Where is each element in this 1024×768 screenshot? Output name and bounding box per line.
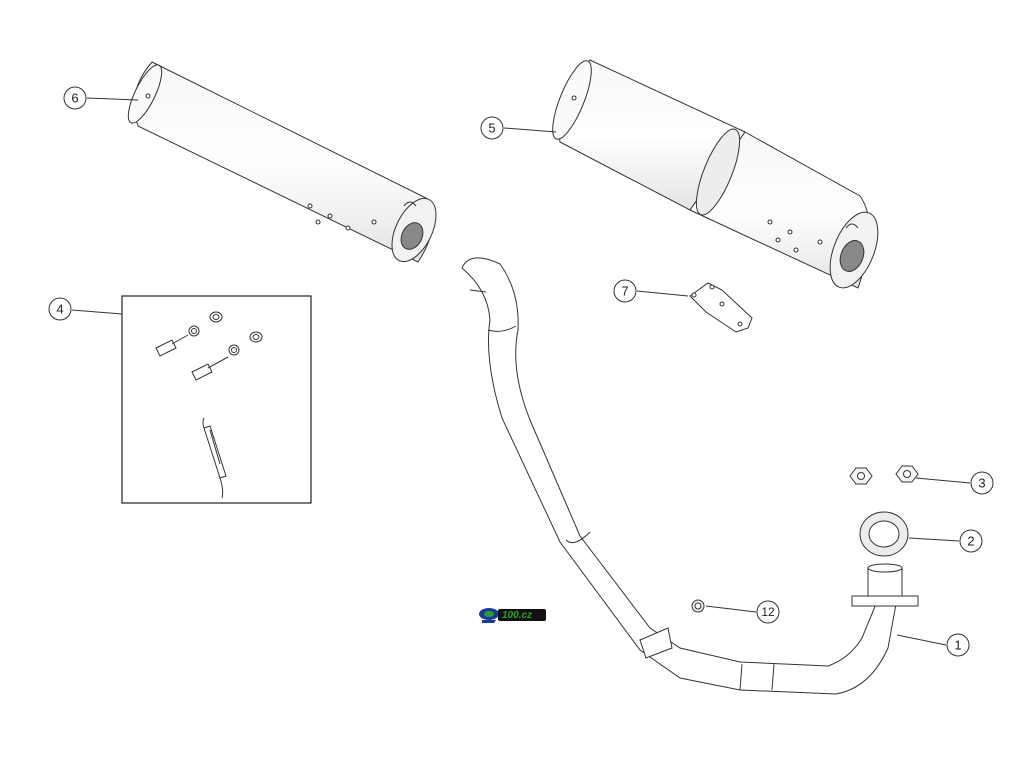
- logo-text: 100.cz: [502, 610, 532, 621]
- callout-6: 6: [63, 86, 87, 110]
- callout-label: 2: [967, 534, 974, 549]
- mounting-bracket: [689, 282, 753, 333]
- callout-12: 12: [756, 600, 780, 624]
- callout-4: 4: [48, 297, 72, 321]
- leader-lines: [71, 97, 971, 646]
- brand-logo-icon: 100.cz: [479, 608, 546, 623]
- callout-2: 2: [959, 529, 983, 553]
- callout-7: 7: [613, 279, 637, 303]
- gasket: [859, 511, 909, 557]
- callout-label: 6: [71, 91, 78, 106]
- callout-1: 1: [946, 633, 970, 657]
- flange-nuts: [849, 465, 919, 485]
- hardware-kit: [121, 295, 312, 504]
- callout-label: 12: [761, 605, 775, 619]
- muffler-left: [127, 61, 437, 263]
- small-washer: [691, 599, 705, 613]
- callout-label: 7: [621, 284, 628, 299]
- callout-3: 3: [970, 471, 994, 495]
- callout-label: 1: [954, 638, 961, 653]
- callout-label: 5: [488, 121, 495, 136]
- muffler-right: [552, 59, 879, 289]
- callout-5: 5: [480, 116, 504, 140]
- callout-label: 4: [56, 302, 63, 317]
- callout-label: 3: [978, 476, 985, 491]
- header-pipe: [461, 257, 919, 695]
